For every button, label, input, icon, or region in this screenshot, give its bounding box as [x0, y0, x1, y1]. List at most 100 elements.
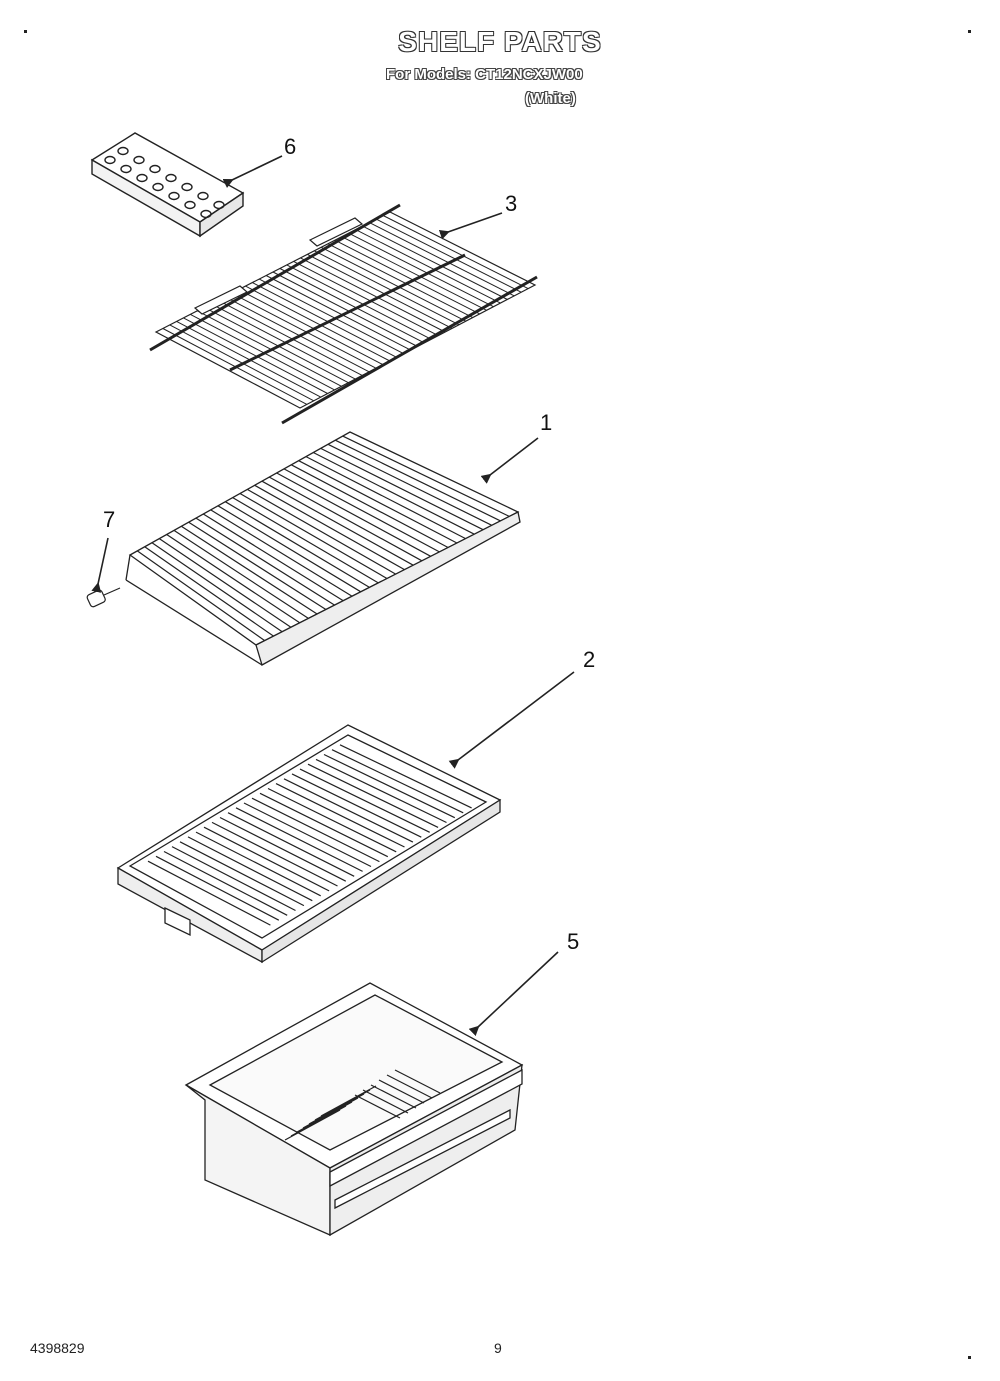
crisper-cover-slat — [187, 836, 313, 902]
crisper-cover-slat — [299, 768, 430, 833]
callout-5: 5 — [567, 929, 580, 954]
drawer-grid-rib — [370, 1084, 417, 1109]
wire-shelf-bar — [314, 250, 460, 326]
freezer-shelf-slat — [335, 439, 501, 522]
ice-tray-cell — [104, 155, 116, 165]
wire-shelf-bar — [265, 275, 411, 351]
ice-tray-cell — [200, 209, 212, 219]
callout-7: 7 — [103, 507, 116, 532]
wire-shelf-bar — [341, 236, 487, 311]
callout-1: 1 — [540, 410, 553, 435]
crisper-cover-slat — [339, 744, 472, 809]
crisper-cover-slat — [147, 860, 271, 926]
page-number: 9 — [494, 1340, 502, 1356]
crisper-cover — [116, 724, 502, 964]
crisper-cover-slat — [235, 807, 363, 872]
document-number: 4398829 — [30, 1340, 85, 1356]
freezer-shelf-slat — [342, 435, 510, 517]
ice-tray-cell — [152, 182, 164, 192]
freezer-shelf-slat — [261, 480, 414, 566]
crisper-cover-slat — [307, 763, 439, 828]
wire-shelf-bar — [231, 292, 377, 369]
page-title: SHELF PARTS — [398, 26, 602, 57]
drawer-grid-rib — [378, 1079, 425, 1104]
wire-shelf-bar — [320, 246, 467, 322]
freezer-shelf-slat — [276, 472, 431, 557]
wire-shelf-bar — [183, 317, 328, 394]
crisper-cover-slat — [227, 812, 355, 877]
freezer-shelf-slat — [195, 517, 335, 606]
freezer-shelf-slat — [217, 505, 362, 593]
freezer-shelf-slat — [151, 542, 283, 633]
freezer-shelf-slat — [291, 464, 449, 549]
freezer-shelf-slat — [320, 447, 484, 531]
crisper-drawer — [184, 982, 524, 1237]
crisper-cover-slat — [195, 831, 321, 897]
crisper-cover-slat — [259, 792, 389, 858]
freezer-shelf-slat — [305, 456, 466, 540]
freezer-shelf-slat — [239, 492, 388, 580]
ice-tray-cell — [181, 182, 193, 192]
freezer-shelf-slat — [298, 460, 458, 544]
leader-arrow-1 — [480, 437, 539, 484]
freezer-shelf-slat — [188, 521, 327, 611]
drawer-grid-rib — [386, 1074, 433, 1099]
ice-tray-cell — [165, 173, 177, 183]
shelf-support-plug — [86, 587, 121, 608]
crisper-cover-slat — [315, 758, 447, 824]
callout-2: 2 — [583, 647, 596, 672]
corner-mark-top-left — [24, 30, 27, 33]
freezer-shelf-slat — [224, 501, 370, 588]
freezer-shelf-slat — [144, 546, 274, 637]
freezer-shelf-slat — [158, 538, 292, 628]
model-line: For Models: CT12NCXJW00 — [386, 66, 583, 83]
crisper-cover-slat — [267, 787, 397, 853]
crisper-cover-slat — [163, 850, 288, 916]
wire-shelf-bar — [300, 257, 446, 333]
drawer-grid-rib — [354, 1094, 401, 1119]
wire-shelf-bar — [286, 264, 432, 340]
freezer-shelf-slat — [210, 509, 353, 597]
freezer-shelf-slat — [166, 534, 301, 624]
ice-tray-cell — [133, 155, 145, 165]
wire-shelf-bar — [307, 253, 453, 329]
corner-mark-bottom-right — [968, 1356, 971, 1359]
ice-tray-cell — [197, 191, 209, 201]
crisper-cover-slat — [243, 802, 372, 868]
drawer-grid-rib — [290, 1105, 347, 1137]
wire-shelf-bar — [279, 268, 425, 344]
drawer-grid-rib — [284, 1109, 341, 1141]
leader-arrow-5 — [468, 951, 559, 1037]
wire-shelf-bar — [258, 278, 404, 355]
wire-shelf-bar — [197, 310, 342, 387]
crisper-cover-slat — [331, 749, 464, 814]
wire-shelf-bar — [382, 215, 529, 290]
freezer-shelf-slat — [254, 484, 405, 571]
wire-shelf-bar — [176, 320, 321, 398]
drawer-grid-rib — [314, 1089, 371, 1121]
wire-shelf-bar — [245, 285, 391, 362]
crisper-cover-slat — [275, 783, 405, 848]
drawer-grid-rib — [362, 1089, 409, 1114]
wire-shelf-bar — [238, 289, 384, 366]
wire-shelf-bar — [169, 324, 315, 402]
wire-shelf-bar — [252, 282, 398, 358]
wire-shelf-bar — [334, 239, 480, 315]
crisper-cover-slat — [251, 797, 380, 863]
leader-arrow-3 — [438, 212, 503, 240]
drawer-grid-rib — [296, 1101, 353, 1133]
freezer-shelf-slat — [327, 443, 493, 526]
freezer-shelf-slat — [232, 497, 379, 584]
wire-shelf-bar — [369, 222, 515, 297]
crisper-cover-slat — [155, 855, 280, 921]
wire-shelf-bar — [348, 232, 494, 308]
freezer-shelf-slat — [313, 451, 475, 535]
leader-arrow-2 — [448, 671, 575, 769]
ice-cube-tray — [90, 132, 245, 238]
wire-shelf-bar — [217, 299, 363, 376]
crisper-cover-slat — [211, 821, 338, 887]
ice-tray-cell — [213, 200, 225, 210]
callout-6: 6 — [284, 134, 297, 159]
drawer-grid-rib — [394, 1069, 441, 1094]
wire-shelf-bar — [210, 303, 356, 380]
